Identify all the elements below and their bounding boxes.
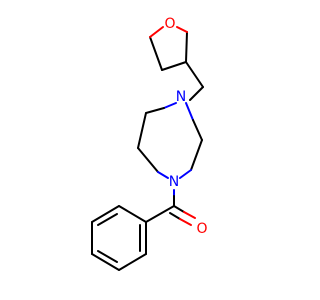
diazepane-n-bottom-label: N — [169, 174, 179, 190]
carbonyl-oxygen-label: O — [196, 221, 207, 237]
bond-ntop-left-a — [163, 102, 177, 109]
benzoyl-group: O — [145, 189, 208, 237]
bond-ph-inner-1 — [97, 213, 118, 226]
bond-thf-o-c4 — [176, 26, 188, 33]
bond-bottom-nbottom — [157, 171, 169, 179]
bond-thf-c1-c2 — [149, 36, 163, 71]
molecule-structure: O N N O — [91, 16, 208, 271]
bond-ph-2 — [91, 205, 120, 223]
bond-ntop-left-b — [145, 107, 165, 114]
bond-left-lower-bottom — [137, 147, 159, 173]
bond-left-upper-lower — [137, 112, 147, 149]
bond-carbonyl-o-2b — [179, 218, 192, 226]
tetrahydrofuran-ring: O — [149, 16, 188, 71]
molecule-canvas: O N N O — [91, 16, 208, 271]
bond-ph-5 — [118, 253, 147, 271]
phenyl-ring — [91, 205, 147, 271]
bond-lowerright-nbottom — [179, 169, 192, 179]
bond-thf-c2-c3 — [161, 61, 187, 71]
bond-ntop-right-a — [185, 102, 194, 121]
bond-ntop-right-b — [192, 119, 203, 141]
bond-carbonyl-o-2a — [169, 212, 181, 220]
bond-ph-inner-2 — [97, 250, 118, 263]
bond-carbonyl-o-1b — [183, 211, 196, 219]
diazepane-ring: N N — [137, 89, 203, 190]
bond-ph-1 — [118, 205, 147, 223]
bond-right-lowerright — [190, 139, 203, 171]
bond-thf-o-c1 — [149, 26, 164, 38]
bond-thf-c3-c4 — [185, 31, 188, 63]
diazepane-n-top-label: N — [176, 89, 186, 105]
ring-oxygen-label: O — [164, 16, 175, 32]
bond-carbonyl-phenyl — [145, 205, 175, 223]
bond-carbonyl-o-1a — [173, 205, 185, 213]
bond-ch2-n — [189, 86, 204, 101]
bond-thf-ch2 — [185, 61, 204, 88]
bond-ph-4 — [91, 253, 120, 271]
methylene-linker — [185, 61, 204, 101]
